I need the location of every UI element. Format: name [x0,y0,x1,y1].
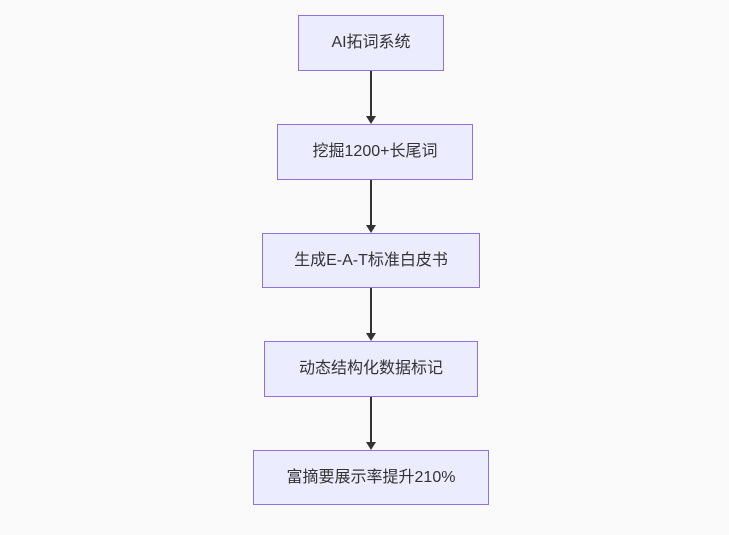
flow-arrow [366,288,376,341]
flow-node-label: 动态结构化数据标记 [298,360,443,377]
flow-node-label: 生成E-A-T标准白皮书 [294,251,448,269]
arrow-head-icon [366,333,376,341]
arrow-head-icon [366,116,376,124]
flow-arrow [366,397,376,450]
flow-node-structured-data: 动态结构化数据标记 [264,341,478,397]
flow-node-longtail-keywords: 挖掘1200+长尾词 [277,124,473,180]
arrow-head-icon [366,442,376,450]
flow-node-label: 挖掘1200+长尾词 [312,143,438,160]
arrow-line [370,397,372,443]
arrow-line [370,288,372,334]
flow-node-rich-snippet-result: 富摘要展示率提升210% [253,450,489,505]
flow-arrow [366,180,376,233]
flow-node-ai-system: AI拓词系统 [298,15,444,71]
flow-node-label: AI拓词系统 [331,34,411,51]
flow-node-eat-whitepaper: 生成E-A-T标准白皮书 [262,233,480,288]
arrow-line [370,180,372,226]
arrow-head-icon [366,225,376,233]
flow-node-label: 富摘要展示率提升210% [286,468,456,486]
flow-arrow [366,71,376,124]
arrow-line [370,71,372,117]
